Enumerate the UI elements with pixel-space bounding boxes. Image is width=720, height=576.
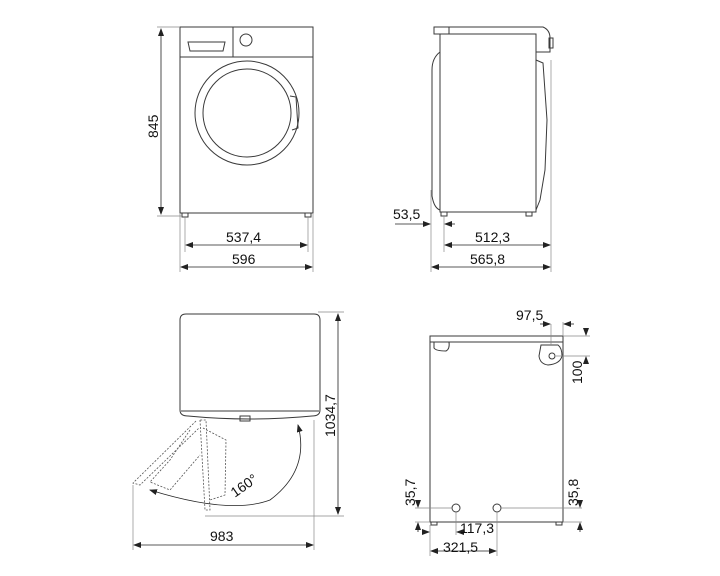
rear-power-height-label: 35,7 — [402, 478, 418, 506]
front-view — [157, 26, 314, 272]
rear-inlet-y-label: 100 — [569, 360, 585, 384]
power-plug — [451, 503, 461, 513]
top-height-label: 1034,7 — [322, 394, 338, 437]
drain-hose — [492, 503, 502, 513]
top-view — [132, 311, 344, 550]
side-total-depth-label: 565,8 — [470, 251, 506, 267]
rear-drain-height-label: 35,8 — [565, 478, 581, 506]
front-feet-width-label: 537,4 — [226, 229, 262, 245]
rear-drain-offset-label: 117,3 — [460, 520, 494, 536]
program-knob — [239, 33, 253, 47]
side-offset-label: 53,5 — [393, 206, 421, 222]
front-width-label: 596 — [232, 251, 256, 267]
top-width-label: 983 — [210, 528, 234, 544]
rear-view — [415, 321, 590, 556]
rear-inlet-x-label: 97,5 — [516, 307, 544, 323]
rear-power-offset-label: 321,5 — [443, 539, 479, 555]
side-view — [395, 26, 554, 272]
water-inlet — [538, 344, 563, 366]
door-ring — [194, 60, 300, 166]
side-depth-label: 512,3 — [475, 229, 511, 245]
front-height-label: 845 — [145, 114, 161, 138]
detergent-drawer — [187, 41, 226, 52]
